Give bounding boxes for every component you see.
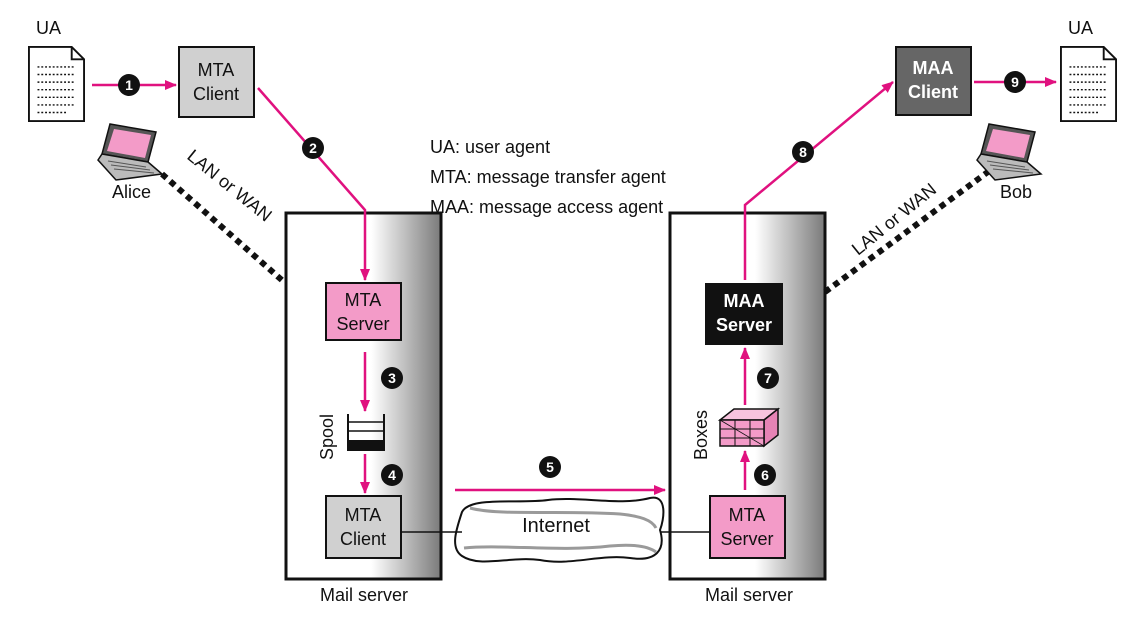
mta-client-top-box (178, 46, 255, 118)
step-marker-1: 1 (118, 74, 140, 96)
mail-server-left-label: Mail server (320, 585, 408, 605)
internet-cloud (454, 496, 665, 563)
mta-server-right-line2: Server (720, 529, 773, 549)
ua-left-document-icon (28, 45, 85, 123)
spool-icon (347, 414, 385, 451)
bob-laptop-icon (976, 123, 1042, 181)
ua-left-label: UA (36, 18, 61, 38)
legend-mta: MTA: message transfer agent (430, 167, 666, 187)
boxes-label: Boxes (691, 410, 711, 460)
step-marker-8: 8 (792, 141, 814, 163)
mail-server-right-label: Mail server (705, 585, 793, 605)
mta-server-right-box (709, 495, 786, 559)
mta-client-top-line1: MTA (198, 60, 235, 80)
mta-server-left-box (325, 282, 402, 341)
svg-text:9: 9 (1011, 74, 1019, 90)
mta-server-left-line1: MTA (345, 290, 382, 310)
svg-text:4: 4 (388, 467, 396, 483)
ua-right-document-icon (1060, 45, 1117, 123)
step-marker-7: 7 (757, 367, 779, 389)
step-marker-2: 2 (302, 137, 324, 159)
alice-label: Alice (112, 182, 151, 202)
mta-server-left-line2: Server (336, 314, 389, 334)
svg-text:6: 6 (761, 467, 769, 483)
svg-text:8: 8 (799, 144, 807, 160)
ua-right-label: UA (1068, 18, 1093, 38)
mta-server-right-line1: MTA (729, 505, 766, 525)
lan-link-left (160, 171, 286, 285)
svg-text:2: 2 (309, 140, 317, 156)
mailboxes-icon (717, 407, 781, 448)
svg-text:7: 7 (764, 370, 772, 386)
maa-client-box (895, 46, 972, 116)
mta-client-top-line2: Client (193, 84, 239, 104)
arrow-step-8 (743, 81, 894, 280)
maa-server-box (705, 283, 783, 345)
mta-client-bottom-box (325, 495, 402, 559)
maa-server-line2: Server (716, 315, 772, 335)
internet-label: Internet (522, 515, 590, 537)
legend-ua: UA: user agent (430, 137, 550, 157)
svg-text:1: 1 (125, 77, 133, 93)
step-marker-9: 9 (1004, 71, 1026, 93)
spool-label: Spool (317, 414, 337, 460)
mta-client-bottom-line2: Client (340, 529, 386, 549)
svg-text:5: 5 (546, 459, 554, 475)
step-marker-3: 3 (381, 367, 403, 389)
mta-client-bottom-line1: MTA (345, 505, 382, 525)
legend-maa: MAA: message access agent (430, 197, 663, 217)
bob-label: Bob (1000, 182, 1032, 202)
arrow-step-2 (257, 87, 370, 281)
step-marker-5: 5 (539, 456, 561, 478)
maa-server-line1: MAA (724, 291, 765, 311)
maa-client-line1: MAA (913, 58, 954, 78)
step-marker-4: 4 (381, 464, 403, 486)
maa-client-line2: Client (908, 82, 958, 102)
lan-link-right (823, 160, 1002, 295)
svg-text:3: 3 (388, 370, 396, 386)
alice-laptop-icon (97, 123, 163, 181)
lan-left-label: LAN or WAN (183, 146, 275, 226)
step-marker-6: 6 (754, 464, 776, 486)
